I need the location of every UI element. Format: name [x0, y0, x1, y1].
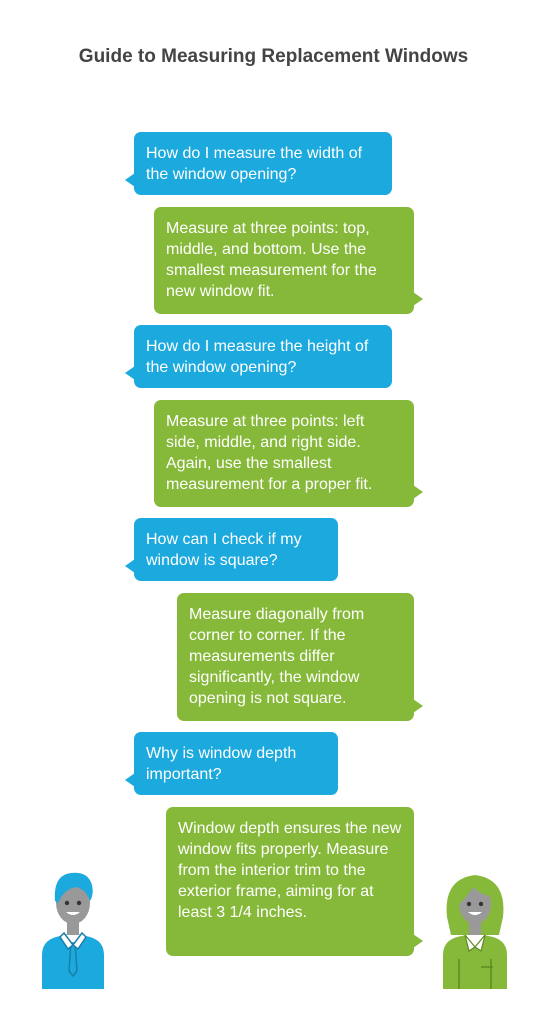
question-bubble-2: How do I measure the height of the windo… [125, 325, 392, 388]
answer-bubble-1: Measure at three points: top, middle, an… [154, 207, 423, 314]
woman-avatar-icon [443, 875, 507, 989]
answer-bubble-2: Measure at three points: left side, midd… [154, 400, 423, 507]
diagram-title: Guide to Measuring Replacement Windows [78, 46, 469, 67]
question-bubble-3: How can I check if my window is square? [125, 518, 338, 581]
man-avatar-icon [42, 872, 104, 989]
answer-bubble-4: Window depth ensures the new window fits… [166, 807, 423, 956]
question-bubble-4: Why is window depth important? [125, 732, 338, 795]
answer-bubble-3: Measure diagonally from corner to corner… [177, 593, 423, 721]
question-bubble-1: How do I measure the width of the window… [125, 132, 392, 195]
